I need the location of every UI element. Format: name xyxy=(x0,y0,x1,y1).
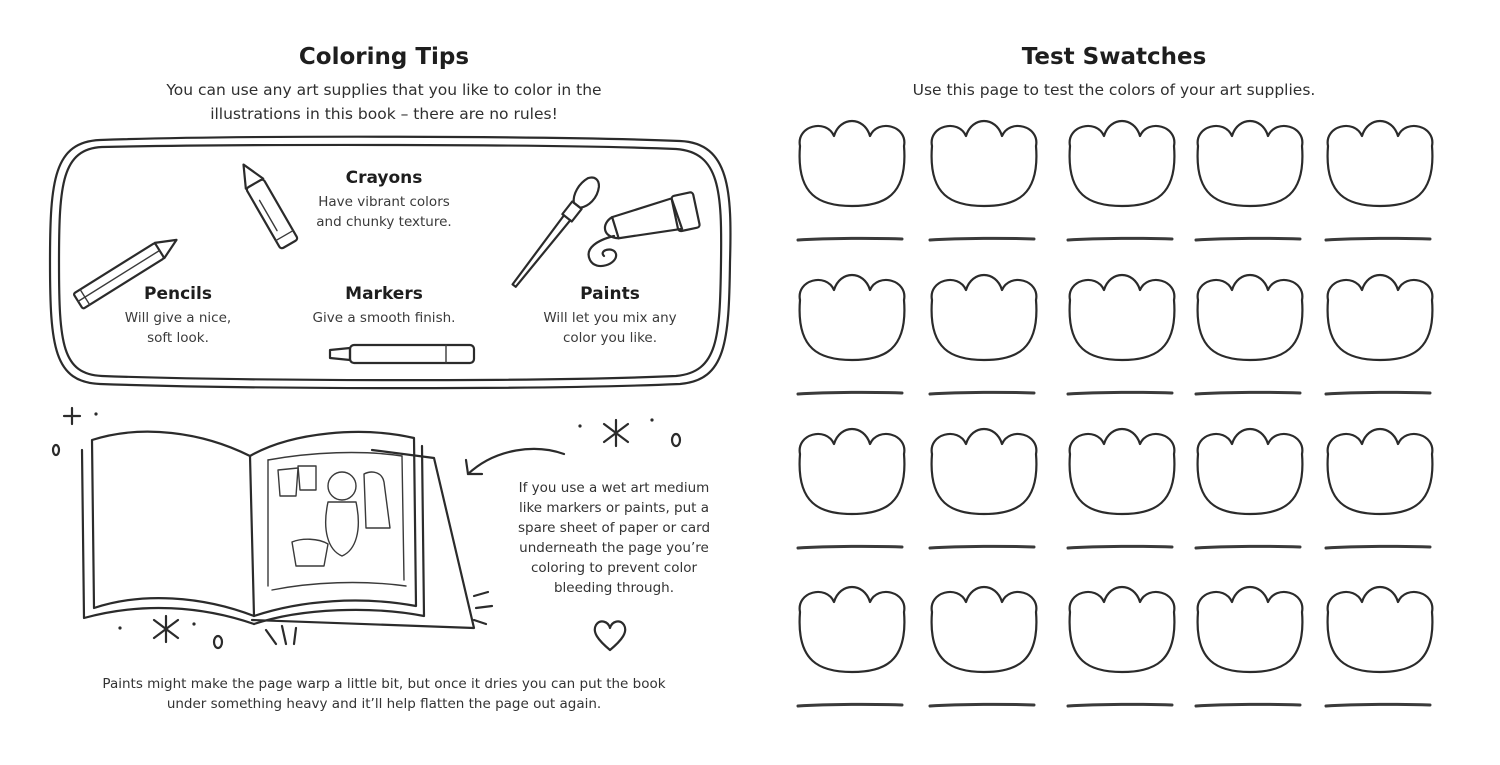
swatch-flower-outline xyxy=(930,274,1038,362)
pencils-desc-1: Will give a nice, xyxy=(124,310,232,326)
pencil-icon xyxy=(73,238,178,310)
wet-tip-line-1: If you use a wet art medium xyxy=(518,480,710,496)
test-swatches-subtitle: Use this page to test the colors of your… xyxy=(912,81,1316,99)
swatch-4-4[interactable] xyxy=(1194,586,1304,708)
label-line xyxy=(1324,390,1432,396)
swatch-4-5[interactable] xyxy=(1324,586,1434,708)
label-line xyxy=(928,544,1036,550)
swatch-flower-outline xyxy=(1068,274,1176,362)
swatch-2-5[interactable] xyxy=(1324,274,1434,396)
label-line xyxy=(928,390,1036,396)
swatch-flower-outline xyxy=(930,428,1038,516)
test-swatches-title: Test Swatches xyxy=(1021,44,1207,70)
swatch-2-3[interactable] xyxy=(1066,274,1176,396)
label-line xyxy=(1194,236,1302,242)
markers-desc-1: Give a smooth finish. xyxy=(312,310,456,326)
supplies-frame xyxy=(48,135,732,390)
intro-line-1: You can use any art supplies that you li… xyxy=(166,81,602,99)
intro-line-2: illustrations in this book – there are n… xyxy=(210,105,558,123)
marker-icon xyxy=(328,343,476,365)
swatch-flower-outline xyxy=(798,586,906,674)
swatch-1-1[interactable] xyxy=(796,120,906,242)
warp-tip-line-2: under something heavy and it’ll help fla… xyxy=(166,696,602,712)
swatch-4-1[interactable] xyxy=(796,586,906,708)
swatch-flower-outline xyxy=(1326,274,1434,362)
swatch-1-5[interactable] xyxy=(1324,120,1434,242)
label-line xyxy=(928,702,1036,708)
sparkle-icon xyxy=(578,418,682,448)
swatch-3-5[interactable] xyxy=(1324,428,1434,550)
swatch-flower-outline xyxy=(1068,120,1176,208)
sparkle-icon xyxy=(51,406,98,457)
swatch-flower-outline xyxy=(798,428,906,516)
paints-desc-2: color you like. xyxy=(562,330,658,346)
swatch-1-4[interactable] xyxy=(1194,120,1304,242)
label-line xyxy=(796,236,904,242)
label-line xyxy=(928,236,1036,242)
wet-tip-line-6: bleeding through. xyxy=(553,580,674,596)
swatch-2-2[interactable] xyxy=(928,274,1038,396)
swatch-2-4[interactable] xyxy=(1194,274,1304,396)
label-line xyxy=(796,544,904,550)
swatch-flower-outline xyxy=(798,274,906,362)
pencils-desc-2: soft look. xyxy=(147,330,209,346)
label-line xyxy=(1324,236,1432,242)
swatch-flower-outline xyxy=(1196,120,1304,208)
label-line xyxy=(1066,236,1174,242)
swatch-3-1[interactable] xyxy=(796,428,906,550)
markers-heading: Markers xyxy=(345,284,423,304)
label-line xyxy=(1324,544,1432,550)
paints-heading: Paints xyxy=(580,284,640,304)
wet-tip-line-4: underneath the page you’re xyxy=(519,540,709,556)
swatch-flower-outline xyxy=(1196,428,1304,516)
paints-desc-1: Will let you mix any xyxy=(543,310,677,326)
swatch-3-4[interactable] xyxy=(1194,428,1304,550)
curved-arrow-icon xyxy=(464,447,566,476)
swatch-2-1[interactable] xyxy=(796,274,906,396)
crayons-heading: Crayons xyxy=(345,168,423,188)
swatch-flower-outline xyxy=(930,586,1038,674)
open-book-illustration xyxy=(80,430,476,630)
swatch-flower-outline xyxy=(1068,428,1176,516)
swatch-flower-outline xyxy=(1196,274,1304,362)
crayon-icon xyxy=(242,163,299,250)
paint-tube-icon xyxy=(587,191,701,268)
sparkle-icon xyxy=(264,624,298,646)
label-line xyxy=(1066,390,1174,396)
label-line xyxy=(1066,702,1174,708)
swatch-flower-outline xyxy=(1068,586,1176,674)
heart-icon xyxy=(593,620,627,652)
coloring-tips-title: Coloring Tips xyxy=(298,44,470,70)
sparkle-icon xyxy=(472,590,494,626)
swatch-flower-outline xyxy=(1196,586,1304,674)
label-line xyxy=(1066,544,1174,550)
wet-tip-line-5: coloring to prevent color xyxy=(530,560,698,576)
swatch-4-2[interactable] xyxy=(928,586,1038,708)
swatch-4-3[interactable] xyxy=(1066,586,1176,708)
label-line xyxy=(1324,702,1432,708)
swatch-flower-outline xyxy=(930,120,1038,208)
crayons-desc-1: Have vibrant colors xyxy=(318,194,450,210)
label-line xyxy=(1194,390,1302,396)
swatch-3-2[interactable] xyxy=(928,428,1038,550)
swatch-flower-outline xyxy=(798,120,906,208)
warp-tip-line-1: Paints might make the page warp a little… xyxy=(102,676,666,692)
pencils-heading: Pencils xyxy=(144,284,212,304)
swatch-flower-outline xyxy=(1326,428,1434,516)
label-line xyxy=(796,390,904,396)
swatch-flower-outline xyxy=(1326,586,1434,674)
swatch-1-2[interactable] xyxy=(928,120,1038,242)
wet-tip-line-2: like markers or paints, put a xyxy=(518,500,710,516)
crayons-desc-2: and chunky texture. xyxy=(316,214,452,230)
label-line xyxy=(796,702,904,708)
wet-tip-line-3: spare sheet of paper or card xyxy=(517,520,711,536)
swatch-grid xyxy=(796,120,1434,708)
paintbrush-icon xyxy=(511,176,601,288)
label-line xyxy=(1194,544,1302,550)
swatch-3-3[interactable] xyxy=(1066,428,1176,550)
swatch-flower-outline xyxy=(1326,120,1434,208)
label-line xyxy=(1194,702,1302,708)
sparkle-icon xyxy=(118,614,224,650)
swatch-1-3[interactable] xyxy=(1066,120,1176,242)
